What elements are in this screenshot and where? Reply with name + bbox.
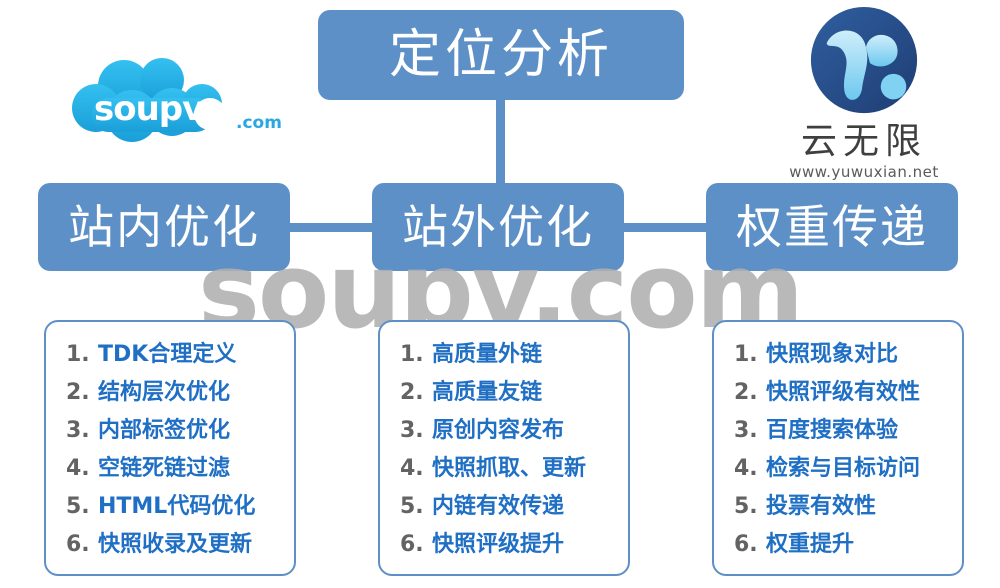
list-item-number: 4.	[400, 456, 424, 481]
list-item-number: 3.	[66, 418, 90, 443]
list-item-label: 内链有效传递	[432, 494, 565, 519]
list-item[interactable]: 3. 原创内容发布	[386, 412, 622, 450]
list-item-number: 5.	[66, 494, 90, 519]
list-onsite: 1. TDK合理定义 2. 结构层次优化 3. 内部标签优化 4. 空链死链过滤…	[52, 336, 288, 564]
list-item-number: 4.	[734, 456, 758, 481]
list-item-label: 快照评级提升	[432, 532, 565, 557]
list-item-number: 1.	[400, 342, 424, 367]
list-item[interactable]: 2. 结构层次优化	[52, 374, 288, 412]
list-item[interactable]: 2. 快照评级有效性	[720, 374, 956, 412]
list-item-number: 1.	[734, 342, 758, 367]
list-item-number: 5.	[400, 494, 424, 519]
list-offsite: 1. 高质量外链 2. 高质量友链 3. 原创内容发布 4. 快照抓取、更新 5…	[386, 336, 622, 564]
list-item-number: 1.	[66, 342, 90, 367]
list-item-label: TDK合理定义	[98, 342, 237, 367]
list-weight: 1. 快照现象对比 2. 快照评级有效性 3. 百度搜索体验 4. 检索与目标访…	[720, 336, 956, 564]
list-item-number: 3.	[734, 418, 758, 443]
soupv-cloud-icon: soupv .com	[72, 58, 282, 142]
yuwuxian-logo: 云无限 www.yuwuxian.net	[744, 4, 984, 181]
list-item[interactable]: 4. 检索与目标访问	[720, 450, 956, 488]
node-branch-weight-label: 权重传递	[736, 200, 928, 254]
list-item[interactable]: 1. 快照现象对比	[720, 336, 956, 374]
list-item[interactable]: 5. 内链有效传递	[386, 488, 622, 526]
list-item-number: 3.	[400, 418, 424, 443]
node-branch-weight[interactable]: 权重传递	[706, 183, 958, 271]
node-branch-onsite-label: 站内优化	[68, 200, 260, 254]
node-root[interactable]: 定位分析	[318, 10, 684, 100]
list-item-label: 快照现象对比	[766, 342, 899, 367]
list-item-label: 高质量友链	[432, 380, 543, 405]
list-item-number: 2.	[734, 380, 758, 405]
node-branch-offsite[interactable]: 站外优化	[372, 183, 624, 271]
yuwuxian-brand-text: 云无限	[800, 121, 927, 162]
svg-text:.com: .com	[236, 113, 282, 133]
list-item[interactable]: 1. 高质量外链	[386, 336, 622, 374]
list-item-label: 结构层次优化	[98, 380, 231, 405]
list-item[interactable]: 2. 高质量友链	[386, 374, 622, 412]
list-item-number: 2.	[400, 380, 424, 405]
yuwuxian-globe-icon	[810, 6, 918, 114]
list-item[interactable]: 3. 百度搜索体验	[720, 412, 956, 450]
list-item[interactable]: 4. 快照抓取、更新	[386, 450, 622, 488]
list-item-label: 快照评级有效性	[766, 380, 921, 405]
list-item-number: 6.	[400, 532, 424, 557]
list-item-label: 快照抓取、更新	[432, 456, 587, 481]
list-item[interactable]: 5. 投票有效性	[720, 488, 956, 526]
list-item-number: 6.	[66, 532, 90, 557]
list-item[interactable]: 5. HTML代码优化	[52, 488, 288, 526]
list-item-label: 快照收录及更新	[98, 532, 253, 557]
list-item-number: 6.	[734, 532, 758, 557]
list-item-number: 5.	[734, 494, 758, 519]
node-branch-offsite-label: 站外优化	[402, 200, 594, 254]
list-item-number: 2.	[66, 380, 90, 405]
list-item-label: 百度搜索体验	[766, 418, 899, 443]
list-item-label: 高质量外链	[432, 342, 543, 367]
list-item[interactable]: 3. 内部标签优化	[52, 412, 288, 450]
list-item-label: 检索与目标访问	[766, 456, 921, 481]
node-root-label: 定位分析	[388, 25, 613, 85]
list-item-label: 原创内容发布	[432, 418, 565, 443]
list-item-number: 4.	[66, 456, 90, 481]
list-item[interactable]: 6. 权重提升	[720, 526, 956, 564]
list-item-label: 权重提升	[766, 532, 855, 557]
node-branch-onsite[interactable]: 站内优化	[38, 183, 290, 271]
list-card-offsite: 1. 高质量外链 2. 高质量友链 3. 原创内容发布 4. 快照抓取、更新 5…	[378, 320, 630, 576]
list-item-label: 投票有效性	[766, 494, 877, 519]
list-card-weight: 1. 快照现象对比 2. 快照评级有效性 3. 百度搜索体验 4. 检索与目标访…	[712, 320, 964, 576]
connector-root-to-branch	[496, 96, 505, 192]
list-item[interactable]: 1. TDK合理定义	[52, 336, 288, 374]
soupv-logo: soupv .com	[62, 58, 292, 158]
list-item-label: 空链死链过滤	[98, 456, 231, 481]
list-item-label: 内部标签优化	[98, 418, 231, 443]
list-item[interactable]: 4. 空链死链过滤	[52, 450, 288, 488]
list-item-label: HTML代码优化	[98, 494, 256, 519]
yuwuxian-url-text: www.yuwuxian.net	[789, 162, 939, 181]
list-item[interactable]: 6. 快照收录及更新	[52, 526, 288, 564]
list-card-onsite: 1. TDK合理定义 2. 结构层次优化 3. 内部标签优化 4. 空链死链过滤…	[44, 320, 296, 576]
svg-text:soupv: soupv	[94, 89, 204, 129]
list-item[interactable]: 6. 快照评级提升	[386, 526, 622, 564]
